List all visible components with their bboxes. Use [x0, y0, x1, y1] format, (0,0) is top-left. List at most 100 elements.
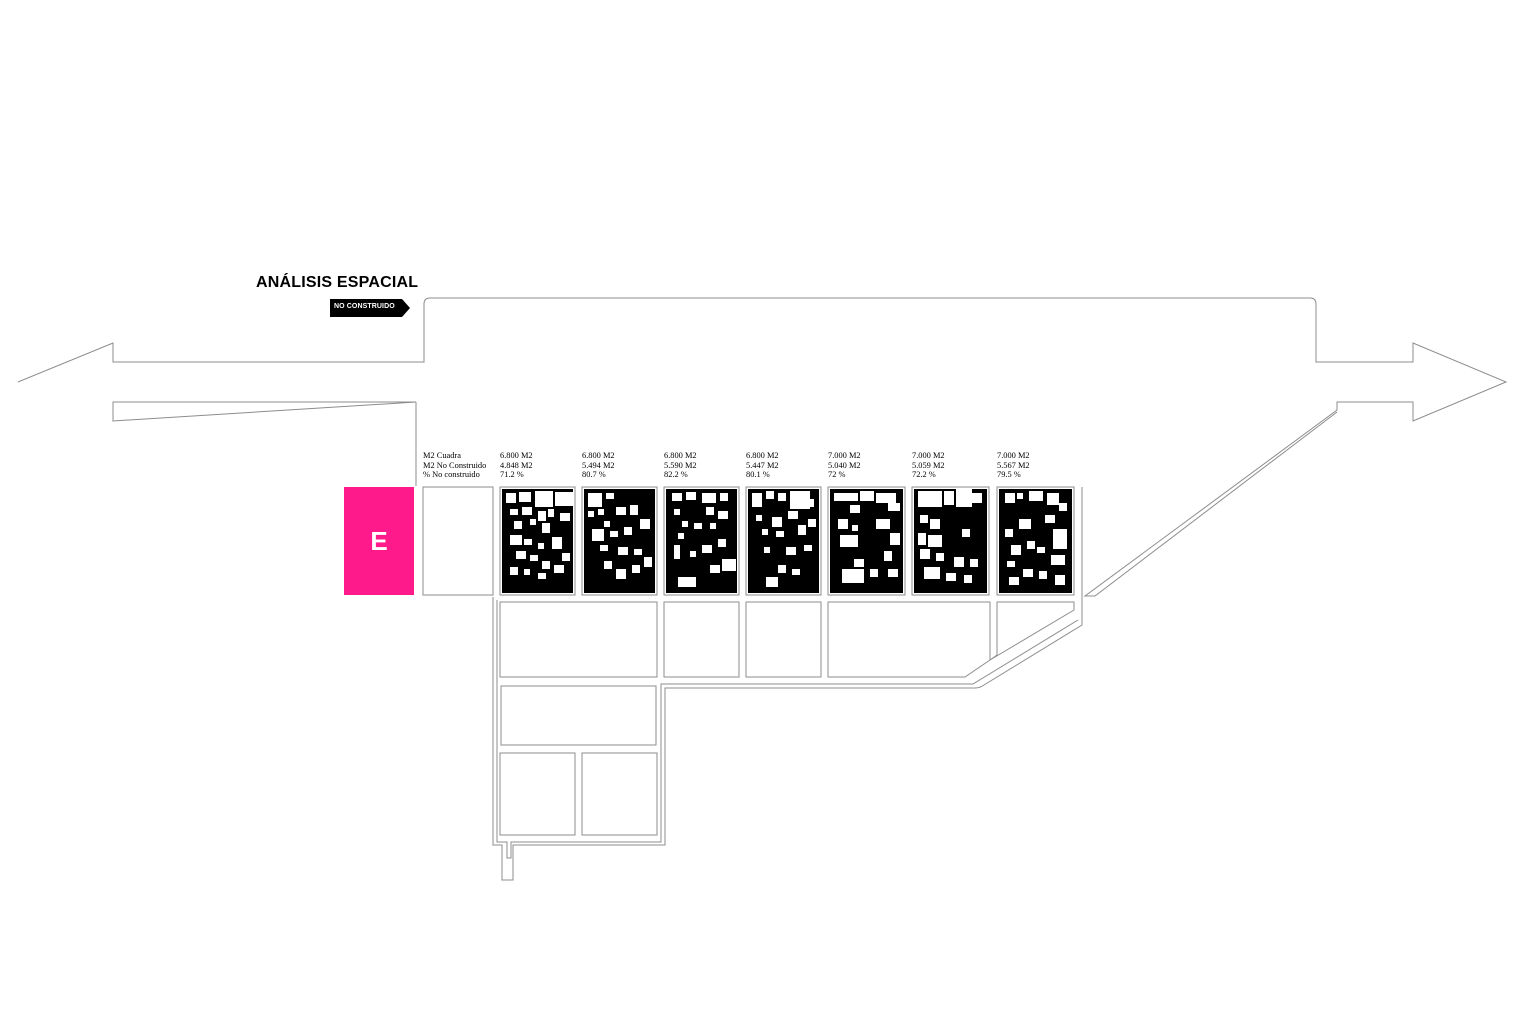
building-footprint — [702, 545, 712, 553]
building-footprint — [1045, 515, 1055, 523]
building-footprint — [542, 561, 550, 569]
building-footprint — [970, 559, 978, 567]
block-area: 7.000 M2 — [912, 451, 945, 460]
block-percent: 80.1 % — [746, 470, 770, 480]
legend-line-unbuilt: M2 No Construido — [423, 460, 487, 470]
building-footprint — [1019, 519, 1031, 529]
building-footprint — [624, 527, 632, 535]
building-footprint — [510, 509, 518, 515]
building-footprint — [722, 559, 736, 571]
building-footprint — [686, 492, 696, 500]
building-footprint — [522, 507, 532, 515]
building-footprint — [870, 569, 878, 577]
building-footprint — [644, 557, 652, 567]
building-footprint — [616, 569, 626, 579]
building-footprint — [510, 567, 518, 575]
legend-line-percent: % No construido — [423, 470, 480, 480]
building-footprint — [888, 569, 898, 577]
building-footprint — [524, 539, 532, 545]
building-footprint — [588, 493, 602, 507]
building-footprint — [790, 491, 810, 509]
block-percent: 82.2 % — [664, 470, 688, 480]
building-footprint — [876, 493, 896, 503]
block-percent: 80.7 % — [582, 470, 606, 480]
building-footprint — [538, 573, 546, 579]
building-footprint — [588, 511, 594, 517]
block-area: 7.000 M2 — [997, 451, 1030, 460]
building-footprint — [610, 531, 618, 537]
building-footprint — [752, 493, 762, 507]
building-footprint — [838, 519, 848, 529]
building-footprint — [806, 499, 814, 507]
block-percent: 72.2 % — [912, 470, 936, 480]
block-area: 6.800 M2 — [500, 451, 533, 460]
building-footprint — [524, 569, 530, 575]
building-footprint — [756, 515, 762, 521]
building-footprint — [640, 519, 650, 529]
building-footprint — [840, 535, 858, 547]
legend-block — [422, 486, 494, 596]
building-footprint — [962, 529, 970, 537]
block-stats: 6.800 M2 5.590 M2 82.2 % — [664, 451, 697, 480]
building-footprint — [928, 535, 942, 547]
building-footprint — [850, 505, 860, 513]
block-unbuilt: 5.040 M2 — [828, 460, 861, 470]
building-footprint — [674, 509, 680, 515]
building-footprint — [766, 577, 778, 587]
building-footprint — [920, 549, 930, 559]
block-stats: 6.800 M2 5.494 M2 80.7 % — [582, 451, 615, 480]
building-footprint — [954, 557, 964, 567]
building-footprint — [604, 561, 612, 569]
building-footprint — [514, 521, 522, 529]
block-stats: 7.000 M2 5.059 M2 72.2 % — [912, 451, 945, 480]
building-footprint — [762, 529, 768, 535]
building-footprint — [798, 525, 806, 535]
building-footprint — [694, 523, 702, 529]
building-footprint — [519, 492, 531, 502]
building-footprint — [682, 521, 688, 527]
building-footprint — [764, 547, 770, 553]
building-footprint — [690, 551, 696, 557]
building-footprint — [542, 523, 550, 533]
unbuilt-tag: NO CONSTRUIDO — [330, 299, 410, 317]
building-footprint — [606, 493, 614, 499]
building-footprint — [1005, 529, 1013, 537]
block-area: 7.000 M2 — [828, 451, 861, 460]
legend-line-area: M2 Cuadra — [423, 451, 461, 460]
block-unbuilt: 4.848 M2 — [500, 460, 533, 470]
building-footprint — [852, 525, 858, 531]
building-footprint — [554, 565, 564, 573]
building-footprint — [918, 491, 942, 507]
building-footprint — [778, 493, 786, 501]
building-footprint — [946, 573, 956, 581]
block-unbuilt: 5.567 M2 — [997, 460, 1030, 470]
building-footprint — [936, 553, 944, 561]
building-footprint — [674, 545, 680, 559]
building-footprint — [718, 511, 728, 519]
building-footprint — [1055, 575, 1065, 585]
building-footprint — [972, 493, 982, 503]
building-footprint — [710, 523, 716, 529]
building-footprint — [854, 559, 864, 567]
building-footprint — [766, 491, 774, 499]
building-footprint — [834, 493, 858, 501]
building-footprint — [1007, 561, 1015, 567]
tag-shape-icon — [330, 299, 410, 317]
building-footprint — [920, 515, 928, 523]
block-percent: 71.2 % — [500, 470, 524, 480]
building-footprint — [930, 519, 940, 529]
building-footprint — [516, 551, 526, 559]
page-title: ANÁLISIS ESPACIAL — [256, 274, 419, 291]
building-footprint — [1037, 547, 1045, 553]
building-footprint — [1005, 493, 1015, 503]
building-footprint — [720, 493, 728, 501]
building-footprint — [924, 567, 940, 579]
block-stats: 7.000 M2 5.567 M2 79.5 % — [997, 451, 1030, 480]
building-footprint — [678, 533, 684, 539]
building-footprint — [538, 543, 544, 549]
building-footprint — [706, 507, 714, 515]
building-footprint — [618, 547, 628, 555]
building-footprint — [560, 513, 570, 521]
building-footprint — [1027, 541, 1035, 549]
building-footprint — [1053, 529, 1067, 549]
